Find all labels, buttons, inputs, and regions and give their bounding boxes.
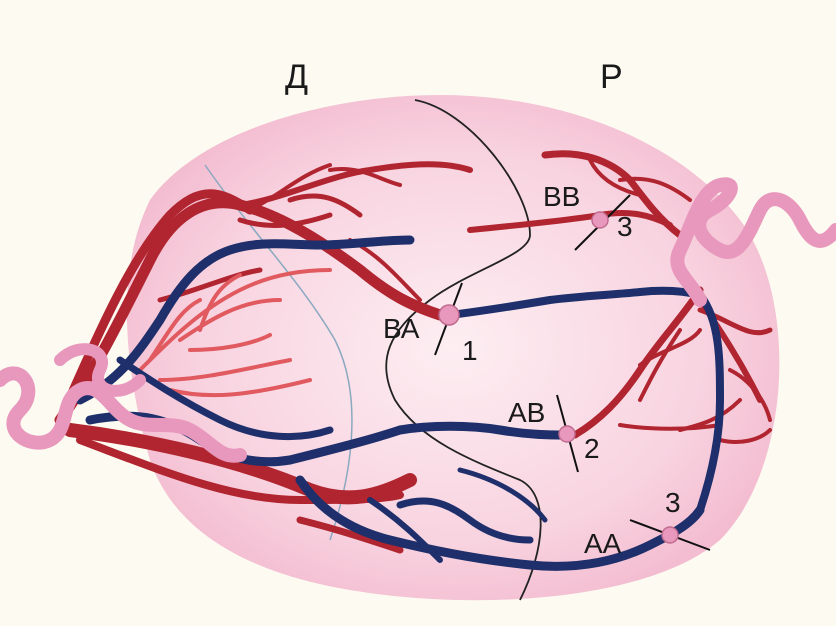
av-anastomosis-dot [559, 426, 575, 442]
aa-number: 3 [665, 487, 681, 518]
va-number: 1 [462, 335, 478, 366]
av-number: 2 [584, 433, 600, 464]
va-label: ВА [383, 313, 420, 344]
aa-anastomosis-dot [662, 527, 678, 543]
vv-anastomosis-dot [592, 212, 608, 228]
vv-number: 3 [617, 211, 633, 242]
av-label: АВ [508, 397, 545, 428]
aa-label: АА [584, 528, 622, 559]
recipient-label: Р [600, 58, 623, 96]
donor-label: Д [285, 58, 308, 96]
vv-label: ВВ [543, 181, 580, 212]
va-anastomosis-dot [439, 305, 459, 325]
